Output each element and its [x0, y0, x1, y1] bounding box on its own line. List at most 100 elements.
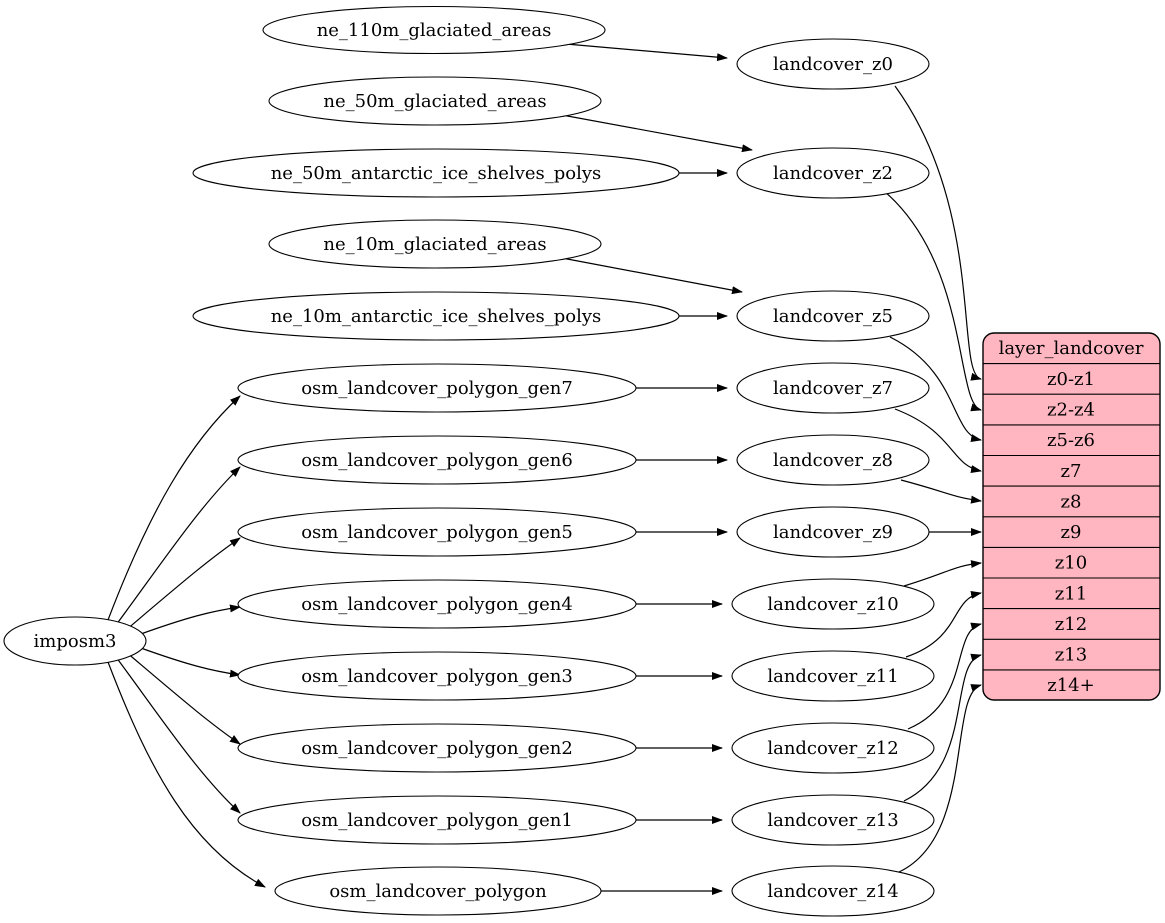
- node-ne-50m-antarctic-ice-shelves-polys: ne_50m_antarctic_ice_shelves_polys: [192, 148, 680, 198]
- table-row-z7: z7: [1061, 461, 1082, 482]
- edge-z10-row: [903, 560, 982, 587]
- table-row-z9: z9: [1061, 522, 1082, 543]
- edge-imposm3-gen6: [115, 466, 241, 626]
- node-landcover-z12: landcover_z12: [731, 722, 935, 774]
- node-landcover-z13: landcover_z13: [731, 794, 935, 846]
- node-landcover-z14-shape: [731, 865, 935, 917]
- edge-z14-row: [898, 684, 982, 873]
- node-ne-110m-glaciated-areas-shape: [262, 5, 606, 55]
- edge-imposm3-gen1: [115, 656, 241, 814]
- node-ne-50m-glaciated-areas: ne_50m_glaciated_areas: [268, 76, 602, 126]
- edge-z0-row: [894, 85, 982, 381]
- node-ne-50m-antarctic-ice-shelves-polys-label: ne_50m_antarctic_ice_shelves_polys: [271, 163, 602, 184]
- node-osm-landcover-polygon-gen1-label: osm_landcover_polygon_gen1: [301, 810, 573, 831]
- node-landcover-z8: landcover_z8: [736, 434, 930, 486]
- node-landcover-z9-label: landcover_z9: [773, 522, 893, 543]
- node-ne-50m-glaciated-areas-label: ne_50m_glaciated_areas: [323, 91, 546, 112]
- edge-imposm3-gen3: [137, 646, 241, 678]
- node-landcover-z7-shape: [736, 362, 930, 414]
- node-ne-10m-antarctic-ice-shelves-polys-shape: [192, 291, 680, 341]
- edge-group-imposm3: [107, 395, 266, 888]
- node-landcover-z11-label: landcover_z11: [767, 666, 898, 687]
- node-osm-landcover-polygon-gen6: osm_landcover_polygon_gen6: [237, 435, 637, 485]
- node-landcover-z14-label: landcover_z14: [767, 881, 898, 902]
- edge-ne50m-glaciated-z2: [561, 114, 753, 153]
- edge-imposm3-gen4: [137, 604, 241, 636]
- node-osm-landcover-polygon-gen6-shape: [237, 435, 637, 485]
- node-osm-landcover-polygon-gen7: osm_landcover_polygon_gen7: [237, 363, 637, 413]
- node-landcover-z9: landcover_z9: [736, 506, 930, 558]
- edge-z13-row: [903, 653, 982, 802]
- node-osm-landcover-polygon-gen5-label: osm_landcover_polygon_gen5: [301, 522, 573, 543]
- node-landcover-z10-label: landcover_z10: [767, 594, 898, 615]
- node-landcover-z11-shape: [731, 650, 935, 702]
- table-row-z12: z12: [1055, 614, 1087, 635]
- edge-imposm3-gen2: [125, 651, 241, 745]
- node-landcover-z5-label: landcover_z5: [773, 306, 893, 327]
- node-ne-110m-glaciated-areas-label: ne_110m_glaciated_areas: [317, 20, 552, 41]
- edge-ne10m-glaciated-z5: [561, 257, 743, 295]
- node-ne-10m-glaciated-areas: ne_10m_glaciated_areas: [268, 219, 602, 269]
- node-osm-landcover-polygon-gen2-shape: [237, 723, 637, 773]
- node-landcover-z0-shape: [736, 38, 930, 90]
- node-landcover-z8-label: landcover_z8: [773, 450, 893, 471]
- node-ne-10m-antarctic-ice-shelves-polys-label: ne_10m_antarctic_ice_shelves_polys: [271, 306, 602, 327]
- node-osm-landcover-polygon-gen4-label: osm_landcover_polygon_gen4: [301, 594, 573, 615]
- edge-z12-row: [907, 622, 982, 730]
- node-osm-landcover-polygon-gen5: osm_landcover_polygon_gen5: [237, 507, 637, 557]
- node-ne-10m-glaciated-areas-shape: [268, 219, 602, 269]
- node-landcover-z7: landcover_z7: [736, 362, 930, 414]
- node-landcover-z5-shape: [736, 290, 930, 342]
- node-landcover-z8-shape: [736, 434, 930, 486]
- node-ne-50m-antarctic-ice-shelves-polys-shape: [192, 148, 680, 198]
- node-ne-110m-glaciated-areas: ne_110m_glaciated_areas: [262, 5, 606, 55]
- node-osm-landcover-polygon-gen3-label: osm_landcover_polygon_gen3: [301, 666, 573, 687]
- node-osm-landcover-polygon-gen2-label: osm_landcover_polygon_gen2: [301, 738, 573, 759]
- edge-imposm3-polygon: [107, 661, 266, 888]
- node-osm-landcover-polygon-gen1: osm_landcover_polygon_gen1: [237, 795, 637, 845]
- node-landcover-z2-label: landcover_z2: [773, 163, 893, 184]
- node-landcover-z7-label: landcover_z7: [773, 378, 893, 399]
- node-landcover-z2-shape: [736, 147, 930, 199]
- node-landcover-z14: landcover_z14: [731, 865, 935, 917]
- edge-group-sources: [561, 43, 753, 895]
- node-osm-landcover-polygon-gen2: osm_landcover_polygon_gen2: [237, 723, 637, 773]
- node-imposm3-shape: [3, 616, 147, 666]
- node-landcover-z5: landcover_z5: [736, 290, 930, 342]
- table-row-z11: z11: [1055, 583, 1087, 604]
- node-osm-landcover-polygon-gen4: osm_landcover_polygon_gen4: [237, 579, 637, 629]
- node-osm-landcover-polygon-gen1-shape: [237, 795, 637, 845]
- node-ne-50m-glaciated-areas-shape: [268, 76, 602, 126]
- edge-imposm3-gen7: [107, 395, 241, 621]
- node-imposm3-label: imposm3: [34, 631, 117, 652]
- node-landcover-z9-shape: [736, 506, 930, 558]
- node-landcover-z0: landcover_z0: [736, 38, 930, 90]
- table-row-z5-z6: z5-z6: [1047, 430, 1095, 451]
- node-osm-landcover-polygon-gen3: osm_landcover_polygon_gen3: [237, 651, 637, 701]
- node-osm-landcover-polygon-gen6-label: osm_landcover_polygon_gen6: [301, 450, 573, 471]
- node-landcover-z11: landcover_z11: [731, 650, 935, 702]
- table-row-z14: z14+: [1047, 675, 1094, 696]
- node-ne-10m-glaciated-areas-label: ne_10m_glaciated_areas: [323, 234, 546, 255]
- edge-z11-row: [905, 590, 982, 658]
- node-osm-landcover-polygon-shape: [274, 866, 602, 916]
- node-osm-landcover-polygon-gen3-shape: [237, 651, 637, 701]
- node-landcover-z0-label: landcover_z0: [773, 54, 893, 75]
- node-landcover-z10-shape: [731, 578, 935, 630]
- node-landcover-z12-label: landcover_z12: [767, 738, 898, 759]
- node-imposm3: imposm3: [3, 616, 147, 666]
- edge-imposm3-gen5: [125, 537, 241, 631]
- node-osm-landcover-polygon-label: osm_landcover_polygon: [329, 881, 547, 902]
- node-osm-landcover-polygon-gen5-shape: [237, 507, 637, 557]
- node-landcover-z2: landcover_z2: [736, 147, 930, 199]
- edge-ne110m-z0: [565, 43, 728, 62]
- table-row-z13: z13: [1055, 645, 1087, 666]
- node-osm-landcover-polygon-gen4-shape: [237, 579, 637, 629]
- table-row-z2-z4: z2-z4: [1047, 400, 1095, 421]
- node-landcover-z12-shape: [731, 722, 935, 774]
- layer-landcover-table: layer_landcover z0-z1 z2-z4 z5-z6 z7 z8 …: [982, 332, 1161, 701]
- node-landcover-z13-label: landcover_z13: [767, 810, 898, 831]
- node-landcover-z13-shape: [731, 794, 935, 846]
